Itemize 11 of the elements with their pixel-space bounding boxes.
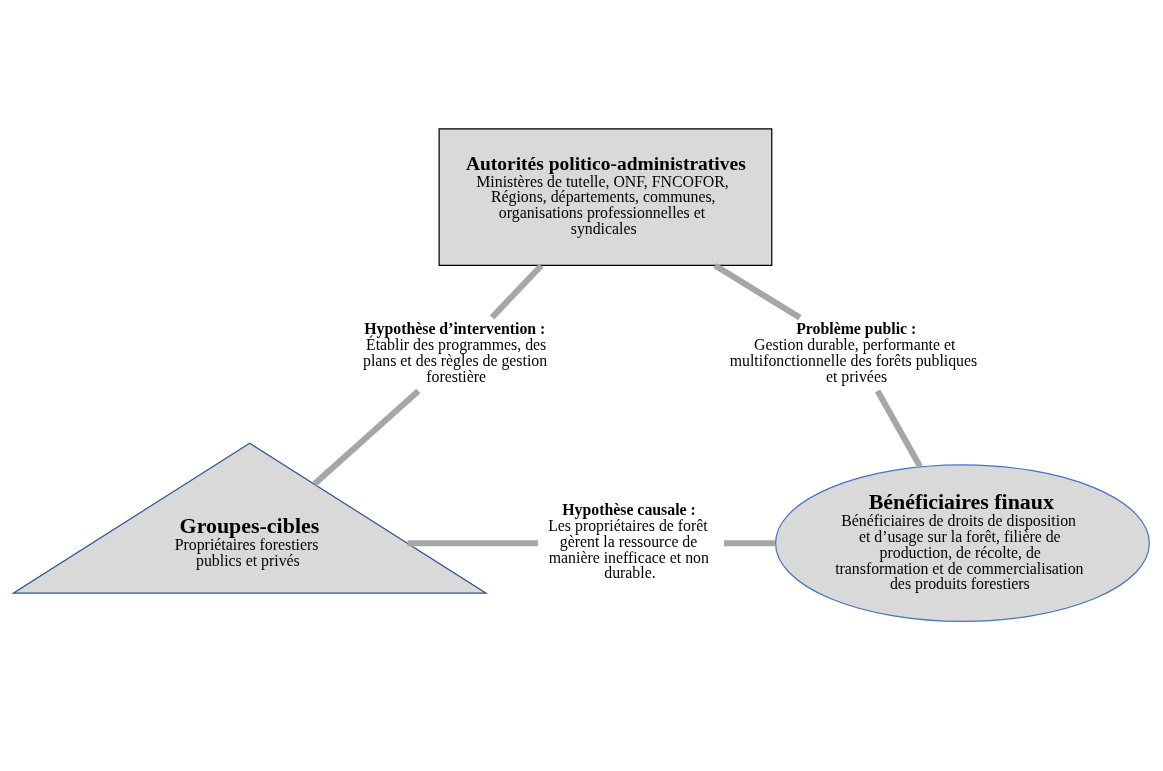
node-text: Hypothèse d’intervention : Établir des programmes, des plans et des règles de gestion forestière bbox=[362, 319, 548, 385]
connector bbox=[713, 262, 802, 320]
node-text: Problème public : Gestion durable, performante et multifonctionnelle des forêts publiques et privées bbox=[729, 319, 978, 385]
node-ellipse: Bénéficiaires finaux Bénéficiaires de droits de disposition et d’usage sur la forêt, filière de production, de récolte, de transformation et de commercialisation des produits forestiers bbox=[774, 463, 1150, 622]
connector bbox=[723, 539, 776, 546]
connector bbox=[489, 263, 544, 319]
node-box: Autorités politico-administratives Ministères de tutelle, ONF, FNCOFOR, Régions, départements, communes, organisations professionnelles et syndicales bbox=[438, 127, 773, 266]
node-text: Hypothèse causale : Les propriétaires de forêt gèrent la ressource de manière inefficace et non durable. bbox=[548, 500, 709, 581]
connector bbox=[874, 389, 923, 468]
connector bbox=[312, 388, 421, 486]
connector bbox=[407, 539, 539, 546]
